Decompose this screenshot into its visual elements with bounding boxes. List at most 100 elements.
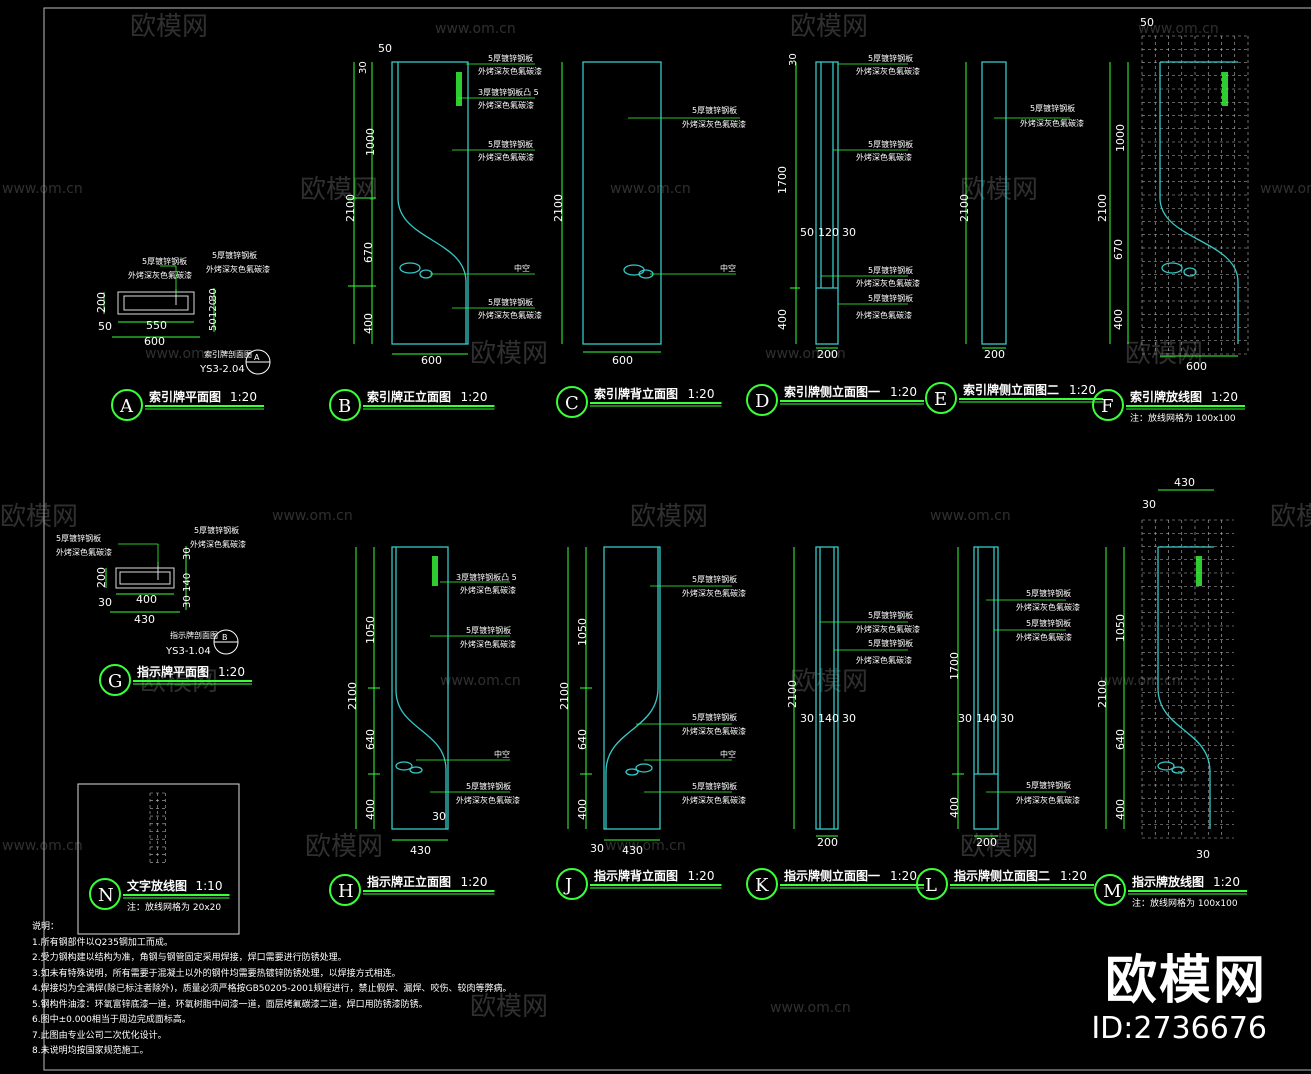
- view-marker-circle: [329, 389, 361, 421]
- leader-label: 外烤深灰色氟碳漆: [478, 310, 542, 320]
- watermark-text: 欧模网: [130, 12, 208, 42]
- dim-label: 670: [362, 242, 375, 263]
- leader-label: 3厚镀锌钢板凸 5: [456, 572, 517, 582]
- dim-label: 640: [364, 729, 377, 750]
- view-marker-letter: B: [338, 396, 351, 417]
- leader-label: 5厚镀锌钢板: [488, 297, 533, 307]
- section-ref-letter: A: [254, 353, 260, 362]
- dim-label: 30: [182, 595, 193, 608]
- dim-label: 30: [208, 288, 219, 301]
- view-scale: 1:20: [890, 385, 917, 399]
- leader-label: 5厚镀锌钢板: [1026, 618, 1071, 628]
- view-marker-circle: [916, 868, 948, 900]
- dim-label: 430: [134, 613, 155, 626]
- leader-label: 外烤深灰色氟碳漆: [206, 264, 270, 274]
- view-marker-letter: L: [925, 875, 937, 896]
- dim-label: 400: [364, 799, 377, 820]
- dim-label: 30: [358, 61, 369, 74]
- leader-label: 5厚镀锌钢板: [466, 625, 511, 635]
- dim-label: 120: [818, 226, 839, 239]
- dim-label: 30: [1142, 498, 1156, 511]
- watermark-url: www.om.cn: [1100, 673, 1181, 689]
- notes-heading: 说明：: [32, 922, 60, 932]
- leader-label: 5厚镀锌钢板: [868, 638, 913, 648]
- leader-label: 5厚镀锌钢板: [868, 53, 913, 63]
- view-d-side1: 30 1700 400 50 120 30 200 5厚镀锌钢板 外烤深灰色氟碳…: [776, 53, 920, 361]
- watermark-url: www.om.cn: [610, 181, 691, 197]
- watermark-text: 欧模网: [790, 667, 868, 697]
- panel-outline: [981, 61, 1007, 345]
- dim-label: 140: [818, 712, 839, 725]
- view-marker-circle: [1092, 389, 1124, 421]
- dim-label: 1000: [364, 128, 377, 156]
- leader-label: 5厚镀锌钢板: [194, 525, 239, 535]
- view-h-front: 1050 2100 640 400 430 30 3厚镀锌钢板凸 5 外烤深色氟…: [346, 546, 520, 857]
- view-marker-circle: [746, 868, 778, 900]
- view-title: 索引牌侧立面图一: [784, 384, 880, 399]
- view-title: 指示牌背立面图: [594, 868, 678, 883]
- view-marker-letter: C: [565, 393, 579, 414]
- view-title: 文字放线图: [127, 878, 187, 893]
- section-ref-code: YS3-1.04: [165, 646, 211, 657]
- view-marker-letter: H: [338, 881, 354, 902]
- dim-label: 50: [1140, 16, 1154, 29]
- view-title: 指示牌平面图: [137, 664, 209, 679]
- watermark-text: 欧模网: [790, 12, 868, 42]
- view-marker-circle: [111, 389, 143, 421]
- watermark-url: www.om.cn: [1138, 21, 1219, 37]
- view-scale: 1:20: [1069, 383, 1096, 397]
- leader-label: 5厚镀锌钢板: [692, 105, 737, 115]
- leader-label: 外烤深色氟碳漆: [856, 310, 912, 320]
- dim-label: 2100: [552, 194, 565, 222]
- view-note: 注：放线网格为 20x20: [127, 901, 221, 913]
- view-marker-letter: E: [934, 389, 947, 410]
- dim-label: 200: [976, 836, 997, 849]
- view-title: 索引牌放线图: [1130, 389, 1202, 404]
- leader-label: 外烤深灰色氟碳漆: [856, 66, 920, 76]
- dim-label: 600: [1186, 360, 1207, 373]
- watermark-text: 欧模网: [300, 175, 378, 205]
- view-scale: 1:20: [1060, 869, 1087, 883]
- view-marker-letter: A: [119, 396, 134, 417]
- plan-inner: [123, 295, 189, 311]
- brand-name: 欧模网: [1104, 951, 1267, 1011]
- leader-label: 外烤深色氟碳漆: [478, 100, 534, 110]
- dim-label: 430: [1174, 476, 1195, 489]
- leader-label: 5厚镀锌钢板: [692, 712, 737, 722]
- dim-label: 2100: [346, 682, 359, 710]
- dim-label: 430: [410, 844, 431, 857]
- view-marker-circle: [99, 664, 131, 696]
- leader-label: 5厚镀锌钢板: [692, 781, 737, 791]
- watermark-text: 欧模网: [630, 502, 708, 532]
- leader-label: 外烤深色氟碳漆: [1016, 632, 1072, 642]
- dim-label: 200: [817, 836, 838, 849]
- panel-outline: [582, 61, 662, 345]
- dim-label: 2100: [958, 194, 971, 222]
- view-note: 注：放线网格为 100x100: [1132, 897, 1238, 909]
- leader-label: 外烤深灰色氟碳漆: [856, 624, 920, 634]
- leader-label: 5厚镀锌钢板: [466, 781, 511, 791]
- general-notes: 说明： 1.所有钢部件以Q235钢加工而成。 2.受力钢构建以结构为准，角钢与钢…: [32, 920, 512, 1060]
- view-note: 注：放线网格为 100x100: [1130, 412, 1236, 424]
- dim-label: 2100: [786, 680, 799, 708]
- view-e-side2: 2100 200 5厚镀锌钢板 外烤深灰色氟碳漆: [958, 61, 1084, 361]
- section-ref-code: YS3-2.04: [199, 364, 245, 375]
- dim-label: 30: [432, 810, 446, 823]
- dim-label: 670: [1112, 239, 1125, 260]
- watermark-url: www.om.cn: [770, 1000, 851, 1016]
- watermark-url: www.om.cn: [440, 673, 521, 689]
- view-j-back: 1050 2100 640 400 430 30 5厚镀锌钢板 外烤深灰色氟碳漆…: [558, 546, 746, 857]
- view-b-front: 1000 2100 670 400 50 30 600 5厚镀锌钢板 外烤深灰色…: [344, 42, 542, 367]
- dim-label: 600: [612, 354, 633, 367]
- view-m-grid: 430 30 1050 2100 640 400 30: [1096, 476, 1234, 861]
- view-marker-letter: N: [98, 885, 114, 906]
- watermark-url: www.om.cn: [605, 838, 686, 854]
- dim-label: 400: [136, 593, 157, 606]
- leader-label: 外烤深灰色氟碳漆: [682, 795, 746, 805]
- leader-label: 外烤深色氟碳漆: [856, 152, 912, 162]
- view-marker-circle: [329, 874, 361, 906]
- view-scale: 1:20: [688, 387, 715, 401]
